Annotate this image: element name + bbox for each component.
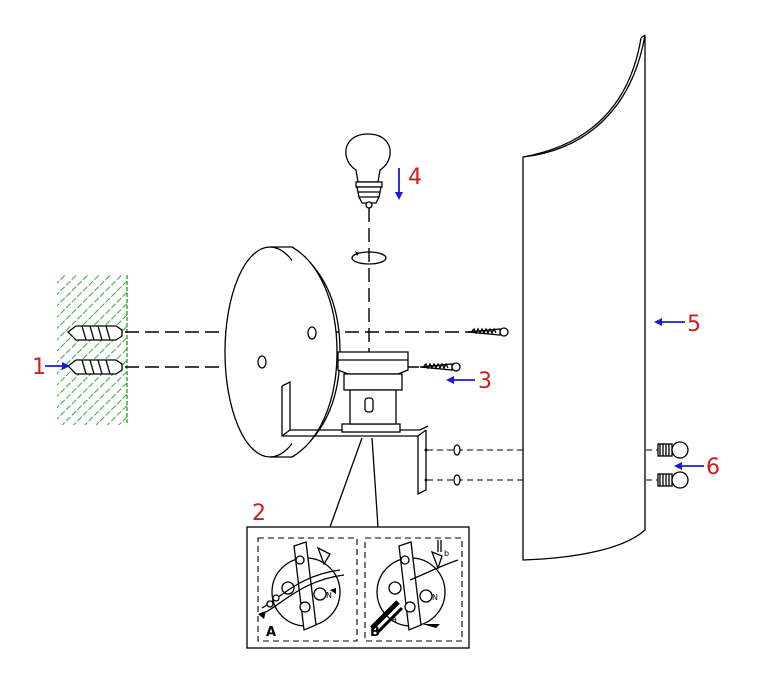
lamp-shade: [522, 34, 646, 561]
screw-lower: [419, 362, 461, 372]
detail-leader-lines: [329, 437, 379, 528]
knob-screw-upper: [657, 441, 689, 459]
detail-a-drawing: [258, 541, 345, 631]
wall-section: [57, 275, 128, 425]
detail-label-b: B: [370, 625, 380, 640]
screw-upper: [467, 327, 509, 337]
neutral-mark-b: N: [432, 593, 438, 602]
arrow-1: [45, 362, 70, 370]
arrow-5: [654, 318, 685, 326]
light-bulb: [345, 133, 391, 209]
arrow-3: [446, 376, 475, 384]
callout-3: 3: [478, 369, 492, 394]
detail-b-drawing: [370, 540, 459, 634]
wiring-detail-panel: A B a b N N: [246, 526, 470, 649]
callout-1: 1: [32, 355, 46, 380]
arrow-4: [395, 168, 403, 200]
knob-screw-lower: [657, 471, 689, 489]
wall-plug-lower: [67, 359, 123, 375]
detail-sub-b: b: [444, 549, 449, 558]
rotate-icon: [351, 251, 387, 265]
callout-5: 5: [687, 312, 701, 337]
callout-2: 2: [252, 501, 266, 526]
callout-4: 4: [408, 165, 422, 190]
mounting-plate: [224, 246, 341, 458]
neutral-mark-a: N: [326, 591, 332, 600]
detail-sub-a: a: [392, 615, 397, 624]
detail-label-a: A: [266, 625, 276, 640]
callout-6: 6: [706, 455, 720, 480]
arrow-6: [674, 462, 704, 470]
wall-plug-upper: [67, 325, 123, 341]
lamp-socket: [337, 351, 409, 425]
